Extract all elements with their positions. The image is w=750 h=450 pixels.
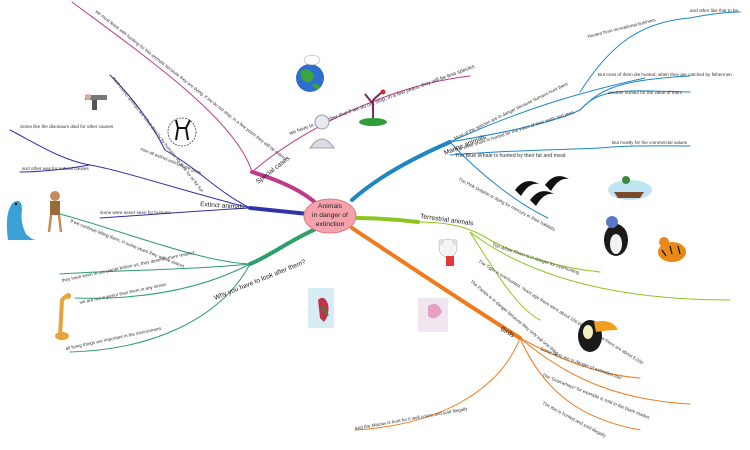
giraffe-illustration <box>55 293 71 340</box>
marine-item: The Blue Whale is hunted by their fat an… <box>455 153 566 159</box>
sad-figure-illustration <box>309 114 335 149</box>
dinosaur-illustration <box>6 201 36 240</box>
extinct-item: Some like the dinosaurs died for other c… <box>20 124 114 129</box>
birds-branch-lines <box>350 226 691 431</box>
birds-item: And the Macaw is hunt for it well colors… <box>354 406 468 431</box>
branch-label-birds[interactable]: Birds <box>499 326 516 340</box>
terrestrial-item: The Panda is in danger because they only… <box>469 279 560 356</box>
toucan-illustration <box>578 320 618 352</box>
why-branch-lines <box>59 213 320 353</box>
marine-item: another hunted for the value of them <box>608 90 682 95</box>
extinct-branch-lines <box>9 74 320 219</box>
why-item: If we continue killing them, in some yea… <box>70 218 186 269</box>
earth-globe-illustration <box>296 54 324 92</box>
panda-illustration <box>604 216 628 256</box>
tree-illustration <box>359 89 387 126</box>
pink-bird-illustration <box>418 298 448 332</box>
extinct-item: and other was for natural causes <box>22 166 89 171</box>
marine-item: But mostly for the commercial values <box>612 140 688 145</box>
terrestrial-item: The White Rhino is in danger for overhun… <box>492 242 581 275</box>
why-item: we are not superior than them in any sen… <box>79 282 167 305</box>
marine-item: and other like that to be <box>690 8 738 13</box>
dolphins-illustration <box>515 176 569 206</box>
marine-item: But most of them die hunted, when they a… <box>598 72 732 77</box>
branch-label-why[interactable]: Why you have to look after them? <box>213 258 307 301</box>
tiger-illustration <box>658 237 686 262</box>
terrestrial-branch-lines <box>354 216 731 321</box>
branch-label-terrestrial[interactable]: Terrestrial animals <box>420 213 475 227</box>
deer-illustration <box>167 117 197 147</box>
why-item: they have been in our planet before us, … <box>61 250 195 283</box>
special-cases-branch-lines <box>71 1 471 207</box>
center-line-1: Animals <box>318 203 343 210</box>
marine-branch-lines <box>350 11 741 219</box>
gun-illustration <box>85 94 107 110</box>
center-line-3: extinction <box>316 221 345 228</box>
extinct-item: some were never seen for humans <box>100 210 171 215</box>
branch-label-extinct[interactable]: Extinct animals <box>200 201 245 211</box>
caveman-illustration <box>47 191 63 233</box>
terrestrial-item: The Tiger is overhunted. Years ago there… <box>477 259 644 366</box>
koala-illustration <box>438 238 458 266</box>
center-line-2: in danger of <box>312 212 348 219</box>
birds-item: The Ibis is hunted and sold illegally <box>542 400 608 438</box>
central-topic[interactable]: Animals in danger of extinction <box>303 198 357 234</box>
why-item: all living things are important in the e… <box>65 326 162 351</box>
parrot-illustration <box>308 288 334 328</box>
fishing-boat-illustration <box>608 176 652 200</box>
